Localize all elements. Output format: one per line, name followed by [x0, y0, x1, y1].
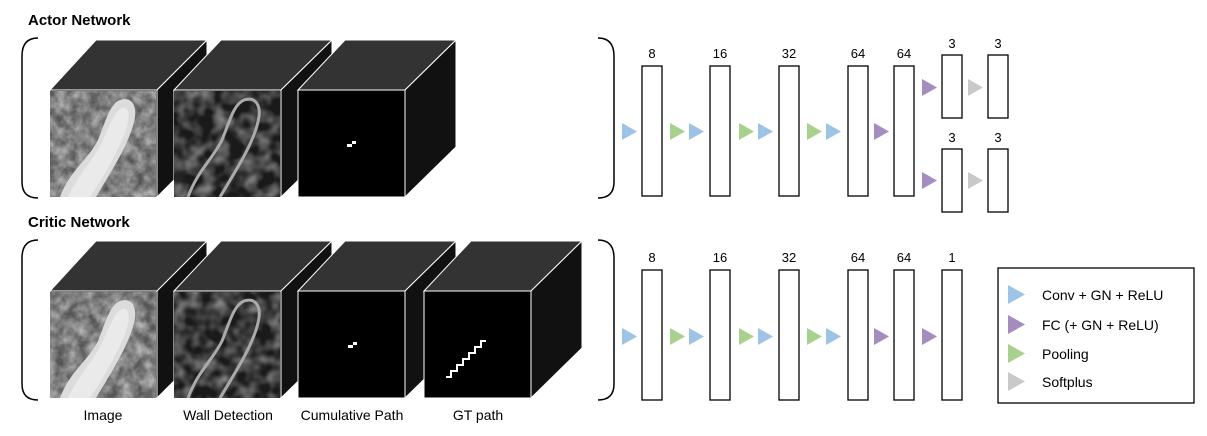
- actor-layer-size-labels: 8 16 32 64 64 3 3 3 3: [648, 36, 1001, 145]
- critic-size-label: 1: [948, 250, 955, 265]
- actor-size-label: 3: [994, 130, 1001, 145]
- legend-fc-label: FC (+ GN + ReLU): [1042, 317, 1159, 333]
- actor-bracket-left: [21, 37, 39, 199]
- pool-arrow: [807, 328, 822, 345]
- critic-layer-2: [709, 269, 731, 401]
- actor-head-bottom-out: [987, 148, 1009, 213]
- input-label-image: Image: [84, 407, 123, 423]
- pool-arrow: [670, 123, 685, 140]
- fc-arrow: [874, 328, 889, 345]
- legend-pooling-swatch: [1008, 344, 1025, 363]
- actor-network-title: Actor Network: [28, 12, 131, 29]
- critic-layer-3: [778, 269, 800, 401]
- legend-conv-swatch: [1008, 285, 1025, 304]
- actor-size-label: 8: [648, 46, 655, 61]
- fc-arrow: [874, 123, 889, 140]
- actor-bracket-right: [597, 37, 615, 199]
- critic-size-label: 64: [851, 250, 865, 265]
- actor-size-label: 16: [713, 46, 727, 61]
- actor-layer-4: [847, 65, 869, 197]
- pool-arrow: [739, 123, 754, 140]
- pool-arrow: [807, 123, 822, 140]
- actor-head-bottom-fc: [941, 148, 963, 213]
- critic-operation-arrows: [622, 328, 937, 345]
- critic-bracket-left: [21, 239, 39, 401]
- actor-operation-arrows: [622, 79, 983, 189]
- critic-layer-1: [641, 269, 663, 401]
- actor-layer-3: [778, 65, 800, 197]
- conv-arrow: [689, 123, 704, 140]
- actor-size-label: 3: [948, 36, 955, 51]
- conv-arrow: [758, 328, 773, 345]
- critic-size-label: 32: [782, 250, 796, 265]
- legend-pooling-label: Pooling: [1042, 346, 1089, 362]
- actor-input-cube-cumulative-path: [296, 38, 458, 199]
- fc-arrow: [922, 172, 937, 189]
- legend-fc-swatch: [1008, 315, 1025, 334]
- critic-layer-size-labels: 8 16 32 64 64 1: [648, 250, 955, 265]
- legend-conv-label: Conv + GN + ReLU: [1042, 287, 1163, 303]
- fc-arrow: [922, 328, 937, 345]
- conv-arrow: [689, 328, 704, 345]
- conv-arrow: [758, 123, 773, 140]
- legend: Conv + GN + ReLU FC (+ GN + ReLU) Poolin…: [997, 267, 1195, 404]
- conv-arrow: [622, 328, 637, 345]
- critic-layer-5: [893, 269, 915, 401]
- actor-layers: [641, 54, 1009, 213]
- legend-box: [997, 267, 1195, 404]
- critic-input-cube-image: [48, 239, 209, 400]
- input-label-cumulative-path: Cumulative Path: [301, 407, 404, 423]
- input-label-wall-detection: Wall Detection: [183, 407, 273, 423]
- actor-head-top-fc: [941, 54, 963, 119]
- pool-arrow: [739, 328, 754, 345]
- softplus-arrow: [968, 79, 983, 96]
- legend-softplus-swatch: [1008, 372, 1025, 391]
- critic-layers: [641, 269, 963, 401]
- fc-arrow: [922, 79, 937, 96]
- critic-network-title: Critic Network: [28, 214, 130, 231]
- critic-bracket-right: [597, 239, 615, 401]
- conv-arrow: [826, 328, 841, 345]
- actor-size-label: 64: [851, 46, 865, 61]
- conv-arrow: [826, 123, 841, 140]
- actor-layer-1: [641, 65, 663, 197]
- actor-input-cube-image: [48, 38, 209, 199]
- input-label-gt-path: GT path: [453, 407, 503, 423]
- actor-layer-5: [893, 65, 915, 197]
- conv-arrow: [622, 123, 637, 140]
- actor-head-top-out: [987, 54, 1009, 119]
- actor-size-label: 3: [948, 130, 955, 145]
- actor-size-label: 32: [782, 46, 796, 61]
- legend-softplus-label: Softplus: [1042, 374, 1093, 390]
- softplus-arrow: [968, 172, 983, 189]
- actor-size-label: 3: [994, 36, 1001, 51]
- pool-arrow: [670, 328, 685, 345]
- critic-input-cube-wall-detection: [172, 239, 334, 400]
- critic-input-cube-gt-path: [422, 239, 584, 400]
- critic-size-label: 16: [713, 250, 727, 265]
- critic-layer-output: [941, 269, 963, 401]
- critic-size-label: 64: [897, 250, 911, 265]
- critic-size-label: 8: [648, 250, 655, 265]
- actor-size-label: 64: [897, 46, 911, 61]
- actor-layer-2: [709, 65, 731, 197]
- critic-layer-4: [847, 269, 869, 401]
